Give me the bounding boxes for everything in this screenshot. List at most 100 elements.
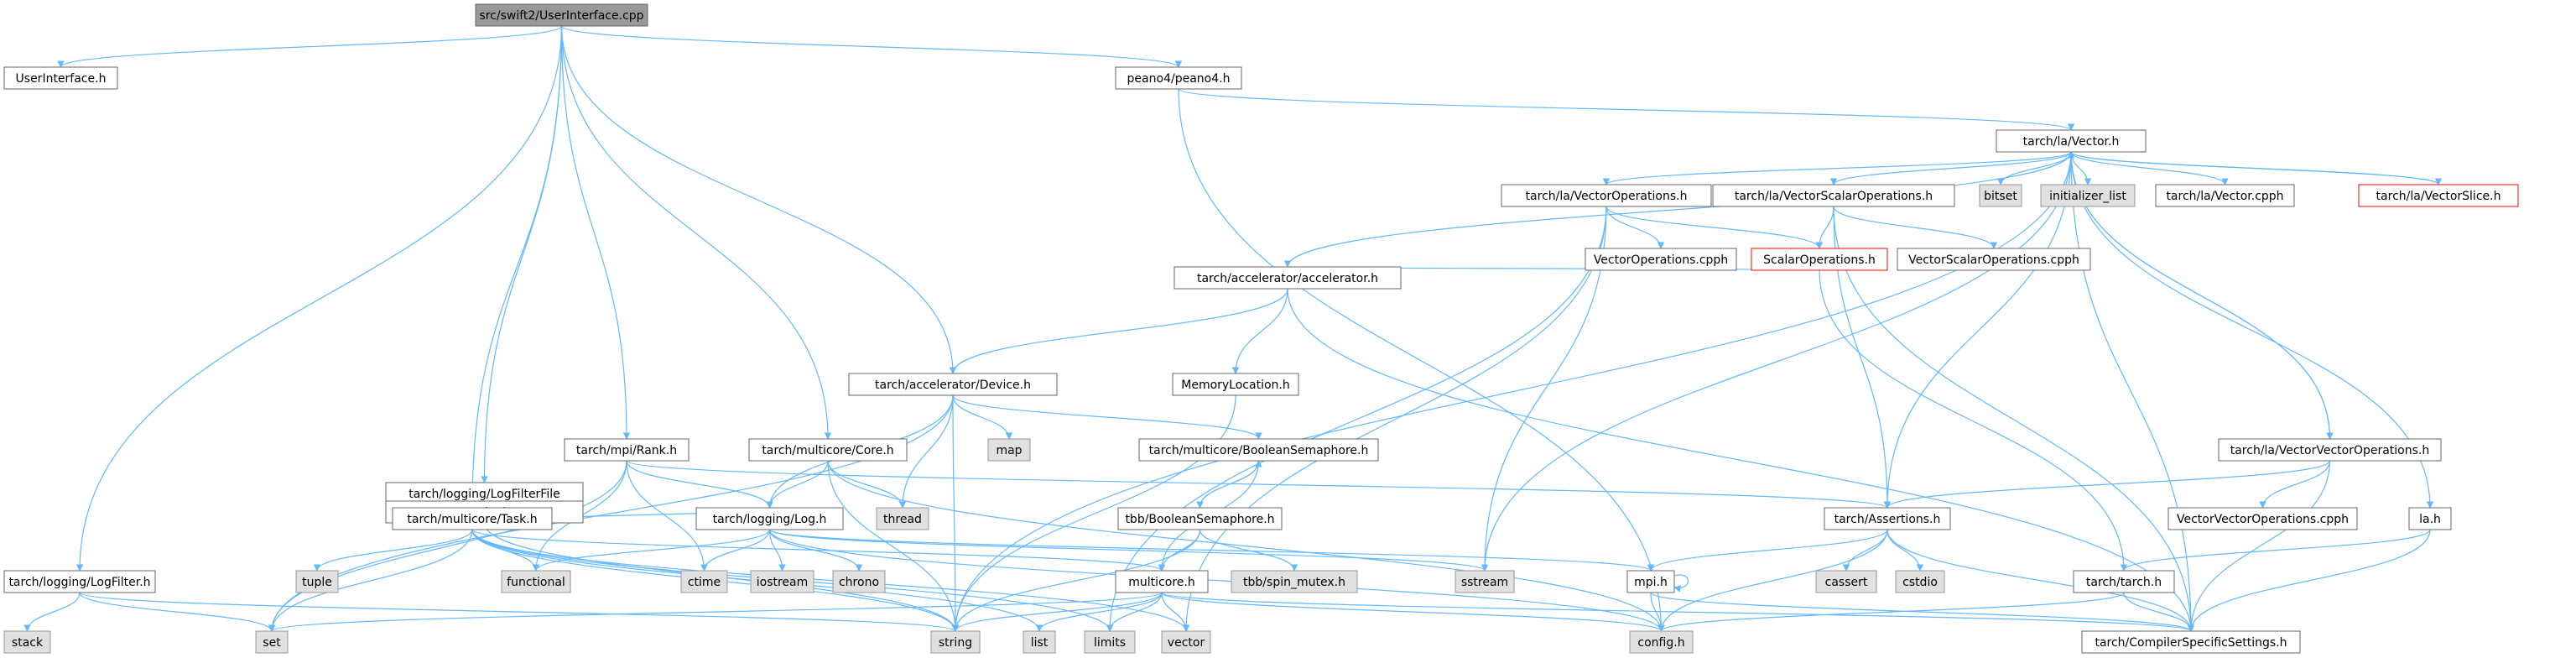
edge-device-to-boolsem	[952, 394, 1262, 440]
edge-root-to-core	[560, 25, 832, 440]
node-root[interactable]: src/swift2/UserInterface.cpp	[475, 3, 648, 27]
node-label: la.h	[2419, 513, 2441, 526]
edge-assertions-to-cassert	[1842, 529, 1888, 572]
node-vecscalarops[interactable]: tarch/la/VectorScalarOperations.h	[1712, 184, 1955, 207]
edge-vector-to-vecops	[1603, 151, 2072, 185]
node-label: tarch/CompilerSpecificSettings.h	[2095, 636, 2287, 650]
node-la[interactable]: la.h	[2408, 507, 2452, 530]
node-box	[392, 507, 553, 530]
node-vector[interactable]: tarch/la/Vector.h	[1996, 129, 2147, 153]
edge-vector-to-vecscalarops	[1829, 151, 2072, 185]
node-box	[750, 570, 814, 593]
node-label: initializer_list	[2049, 190, 2126, 203]
node-label: tarch/la/VectorVectorOperations.h	[2230, 444, 2430, 457]
node-box	[1455, 570, 1515, 593]
node-tbbboolsem[interactable]: tbb/BooleanSemaphore.h	[1117, 507, 1283, 530]
node-label: peano4/peano4.h	[1127, 72, 1231, 86]
node-map: map	[987, 438, 1031, 462]
edge-log-to-mpi	[768, 529, 1654, 572]
edge-multicore-to-config	[1161, 592, 1665, 632]
node-vectorcpph[interactable]: tarch/la/Vector.cpph	[2155, 184, 2295, 207]
edge-device-to-string	[951, 394, 960, 632]
node-label: list	[1031, 636, 1049, 650]
node-box	[1996, 129, 2147, 153]
node-box	[1115, 570, 1209, 593]
node-list: list	[1023, 630, 1056, 654]
node-label: config.h	[1637, 636, 1684, 650]
node-limits: limits	[1084, 630, 1136, 654]
node-box	[3, 570, 156, 593]
edge-root-to-ui_h	[57, 25, 563, 68]
edge-vector-to-accel	[1283, 151, 2072, 268]
node-label: cassert	[1825, 576, 1868, 589]
edge-vector-to-assertions	[1883, 151, 2072, 509]
node-label: chrono	[839, 576, 879, 589]
node-bitset: bitset	[1979, 184, 2022, 207]
node-stack: stack	[3, 630, 51, 654]
edge-multicore-to-compiler	[1161, 592, 2194, 632]
node-vecvecops[interactable]: tarch/la/VectorVectorOperations.h	[2218, 438, 2442, 462]
node-vecopscpph[interactable]: VectorOperations.cpph	[1585, 248, 1737, 271]
node-rank[interactable]: tarch/mpi/Rank.h	[564, 438, 690, 462]
node-compiler[interactable]: tarch/CompilerSpecificSettings.h	[2081, 630, 2301, 654]
node-vecops[interactable]: tarch/la/VectorOperations.h	[1501, 184, 1712, 207]
node-box	[1174, 266, 1402, 290]
node-tuple: tuple	[295, 570, 339, 593]
node-box	[1979, 184, 2022, 207]
edge-log-to-config	[768, 529, 1665, 632]
node-label: string	[939, 636, 972, 650]
edge-vecops-to-sstream	[1481, 206, 1607, 572]
edge-tarch-to-compiler	[2123, 592, 2195, 632]
edge-multicore-to-limits	[1106, 592, 1163, 632]
edge-core-to-config	[827, 460, 1665, 632]
node-mpi[interactable]: mpi.h	[1626, 570, 1675, 593]
node-boolsem[interactable]: tarch/multicore/BooleanSemaphore.h	[1138, 438, 1379, 462]
node-box	[1751, 248, 1888, 271]
node-label: bitset	[1984, 190, 2017, 203]
node-task[interactable]: tarch/multicore/Task.h	[392, 507, 553, 530]
node-ui_h[interactable]: UserInterface.h	[3, 66, 118, 90]
node-box	[1231, 570, 1358, 593]
node-log[interactable]: tarch/logging/Log.h	[695, 507, 844, 530]
node-label: tarch/la/Vector.h	[2023, 135, 2120, 149]
node-assertions[interactable]: tarch/Assertions.h	[1824, 507, 1951, 530]
node-box	[1712, 184, 1955, 207]
node-scalarops[interactable]: ScalarOperations.h	[1751, 248, 1888, 271]
edge-multicore-to-set	[268, 592, 1163, 632]
node-box	[3, 66, 118, 90]
node-box	[1501, 184, 1712, 207]
edge-tbbboolsem-to-tbbspin	[1199, 529, 1298, 572]
edge-la-to-compiler	[2187, 529, 2431, 632]
node-logfilter[interactable]: tarch/logging/LogFilter.h	[3, 570, 156, 593]
node-label: tarch/accelerator/Device.h	[875, 379, 1031, 392]
node-label: set	[263, 636, 281, 650]
node-box	[1585, 248, 1737, 271]
node-box	[1626, 570, 1675, 593]
edge-multicore-to-vectorstd	[1161, 592, 1190, 632]
edge-task-to-set	[268, 529, 473, 632]
edge-assertions-to-cstdio	[1886, 529, 1924, 572]
node-initlist: initializer_list	[2040, 184, 2136, 207]
node-box	[564, 438, 690, 462]
node-sstream: sstream	[1455, 570, 1515, 593]
node-device[interactable]: tarch/accelerator/Device.h	[848, 373, 1058, 396]
node-peano4[interactable]: peano4/peano4.h	[1115, 66, 1242, 90]
node-vecscalaropscpph[interactable]: VectorScalarOperations.cpph	[1897, 248, 2091, 271]
node-accel[interactable]: tarch/accelerator/accelerator.h	[1174, 266, 1402, 290]
edge-multicore-to-string	[951, 592, 1163, 632]
edge-root-to-logfilter	[75, 25, 563, 572]
node-vecvecopscpph[interactable]: VectorVectorOperations.cpph	[2167, 507, 2358, 530]
node-memloc[interactable]: MemoryLocation.h	[1172, 373, 1299, 396]
node-label: tbb/spin_mutex.h	[1243, 576, 1345, 589]
node-vecslice[interactable]: tarch/la/VectorSlice.h	[2358, 184, 2519, 207]
edge-log-to-sstream	[768, 529, 1488, 572]
edge-rank-to-ctime	[626, 460, 708, 572]
node-label: multicore.h	[1128, 576, 1194, 589]
node-chrono: chrono	[832, 570, 886, 593]
edge-vecscalarops-to-scalarops	[1815, 206, 1834, 249]
node-core[interactable]: tarch/multicore/Core.h	[748, 438, 908, 462]
node-tarch[interactable]: tarch/tarch.h	[2073, 570, 2175, 593]
edge-accel-to-memloc	[1231, 288, 1288, 374]
edge-vecslice-to-vector	[2067, 151, 2439, 185]
node-multicore[interactable]: multicore.h	[1115, 570, 1209, 593]
